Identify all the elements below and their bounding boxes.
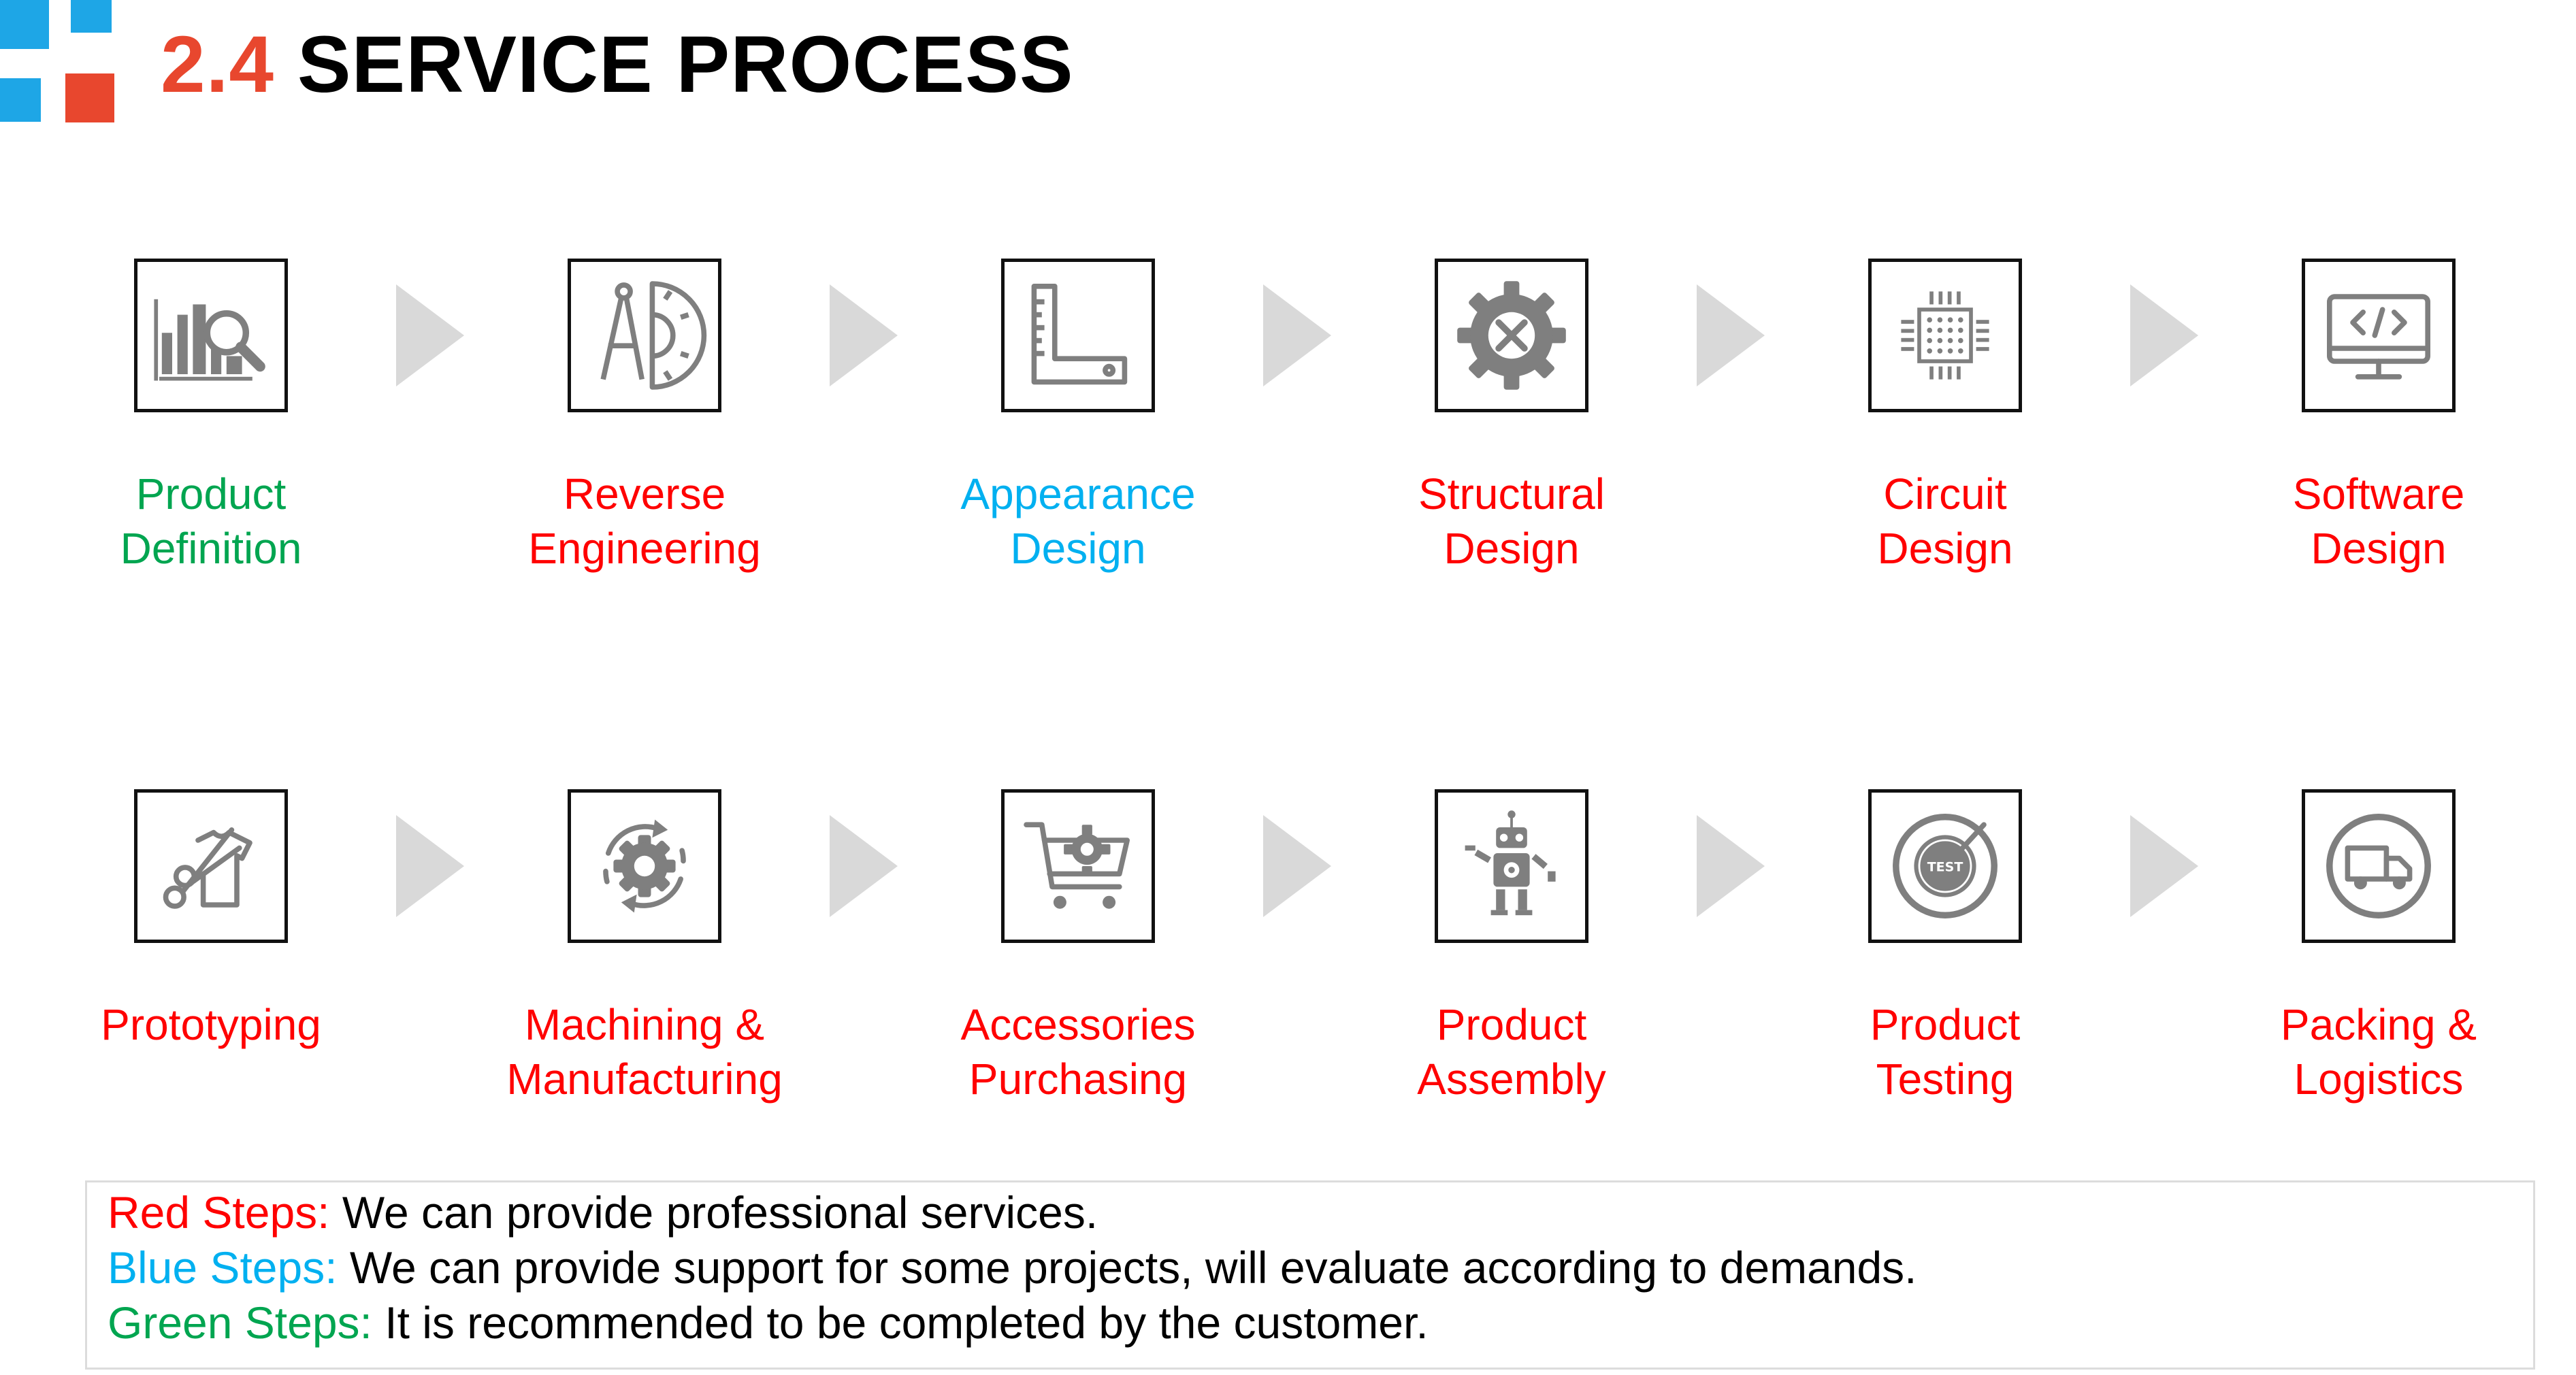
legend-key: Red Steps: [108, 1187, 330, 1238]
step-icon-box: TEST [1868, 789, 2022, 943]
logo-square-red [65, 73, 114, 122]
section-title: SERVICE PROCESS [297, 20, 1074, 110]
set-square-ruler-icon [1031, 284, 1128, 385]
step-icon-box [2302, 789, 2456, 943]
step-label: Prototyping [101, 1000, 321, 1049]
legend-text: We can provide professional services. [329, 1187, 1098, 1238]
logo-square-blue-top [0, 0, 49, 49]
step-icon-box [134, 259, 288, 412]
compass-protractor-icon [600, 281, 707, 390]
logo [0, 0, 116, 126]
truck-icon [2326, 814, 2431, 918]
flow-arrow [1263, 815, 1331, 917]
legend-key: Blue Steps: [108, 1242, 338, 1293]
test-gauge-icon: TEST [1893, 814, 1998, 918]
step-icon-box [1435, 789, 1588, 943]
step-icon-box [2302, 259, 2456, 412]
legend-red: Red Steps: We can provide professional s… [108, 1185, 1098, 1240]
scissors-shirt-icon [163, 827, 252, 909]
step-icon-box [1435, 259, 1588, 412]
logo-square-blue-bottom [0, 78, 41, 122]
step-icon-box [568, 789, 721, 943]
flow-arrow [1697, 815, 1765, 917]
step-icon-box [1001, 259, 1155, 412]
svg-text:TEST: TEST [1927, 860, 1963, 875]
flow-arrow [396, 284, 464, 386]
chart-search-icon [154, 299, 265, 381]
gear-tools-icon [1457, 281, 1566, 390]
step-icon-box [1001, 789, 1155, 943]
robot-icon [1465, 810, 1556, 916]
flow-arrow [396, 815, 464, 917]
page-title: 2.4 SERVICE PROCESS [161, 20, 1074, 109]
legend-box: Red Steps: We can provide professional s… [85, 1180, 2535, 1370]
chip-icon [1901, 291, 1989, 380]
logo-square-blue-small [71, 0, 112, 33]
flow-arrow [1697, 284, 1765, 386]
step-label: Packing &Logistics [2280, 1000, 2477, 1104]
gear-cycle-icon [603, 819, 686, 913]
step-icon-box [1868, 259, 2022, 412]
step-label: Machining &Manufacturing [506, 1000, 783, 1104]
flow-arrow [830, 284, 898, 386]
flow-arrow [2130, 284, 2198, 386]
legend-text: We can provide support for some projects… [337, 1242, 1917, 1293]
section-number: 2.4 [161, 20, 275, 110]
legend-key: Green Steps: [108, 1297, 372, 1348]
legend-text: It is recommended to be completed by the… [372, 1297, 1429, 1348]
flow-arrow [830, 815, 898, 917]
flow-arrow [2130, 815, 2198, 917]
legend-green: Green Steps: It is recommended to be com… [108, 1295, 1429, 1350]
cart-gear-icon [1024, 822, 1130, 909]
monitor-code-icon [2327, 294, 2430, 380]
legend-blue: Blue Steps: We can provide support for s… [108, 1240, 1917, 1295]
step-icon-box [134, 789, 288, 943]
flow-arrow [1263, 284, 1331, 386]
step-icon-box [568, 259, 721, 412]
